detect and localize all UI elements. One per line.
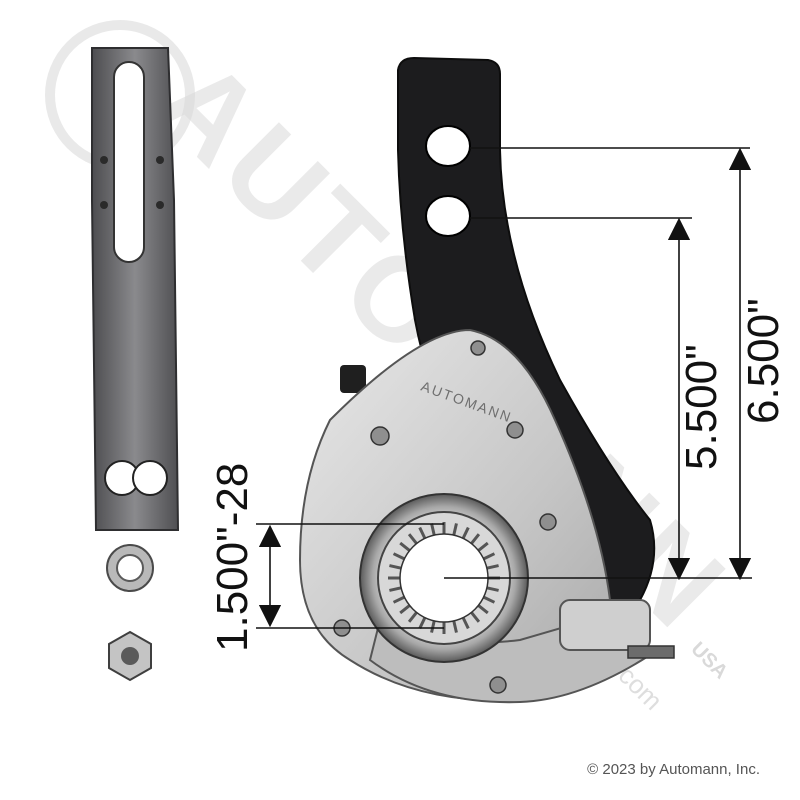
copyright-notice: © 2023 by Automann, Inc. [587,761,760,778]
bracket [91,47,180,531]
spline-tooth [452,523,458,536]
spline-tooth [399,604,411,615]
spline-tooth [482,595,496,604]
dimension-label-spline: 1.500"-28 [208,463,257,652]
spline-tooth [461,616,470,630]
watermark-suffix: USA [686,638,731,683]
spline-tooth [470,533,481,545]
spline-tooth [392,552,406,561]
dimension-label-lower: 5.500" [677,344,726,470]
nut [108,630,152,682]
spline-tooth [399,541,411,552]
spline-tooth [452,620,458,633]
adjuster-bolt [627,645,675,659]
spline-tooth [477,604,489,615]
bracket-slot [113,61,145,263]
spline-tooth [470,611,481,623]
spline-tooth [430,523,436,536]
dimension-upper: 6.500" [470,147,788,581]
slack-adjuster-arm [340,56,656,632]
dimension-lower: 5.500" [470,217,726,581]
spline-tooth [461,526,470,540]
spline-tooth [418,616,427,630]
spline-tooth [407,533,418,545]
washer [106,544,154,592]
arm-hole-lower [425,195,471,237]
spline-tooth [407,611,418,623]
spline-tooth [477,541,489,552]
spline-tooth [486,586,499,592]
spline-tooth [389,586,402,592]
spline-tooth [430,620,436,633]
spline-tooth [389,564,402,570]
spline-tooth [486,564,499,570]
spline-tooth [482,552,496,561]
arm-hole-upper [425,125,471,167]
spline-tooth [392,595,406,604]
dimension-spline: 1.500"-28 [208,463,444,652]
dimension-label-upper: 6.500" [739,298,788,424]
bracket-double-hole [104,460,168,496]
spline-tooth [418,526,427,540]
